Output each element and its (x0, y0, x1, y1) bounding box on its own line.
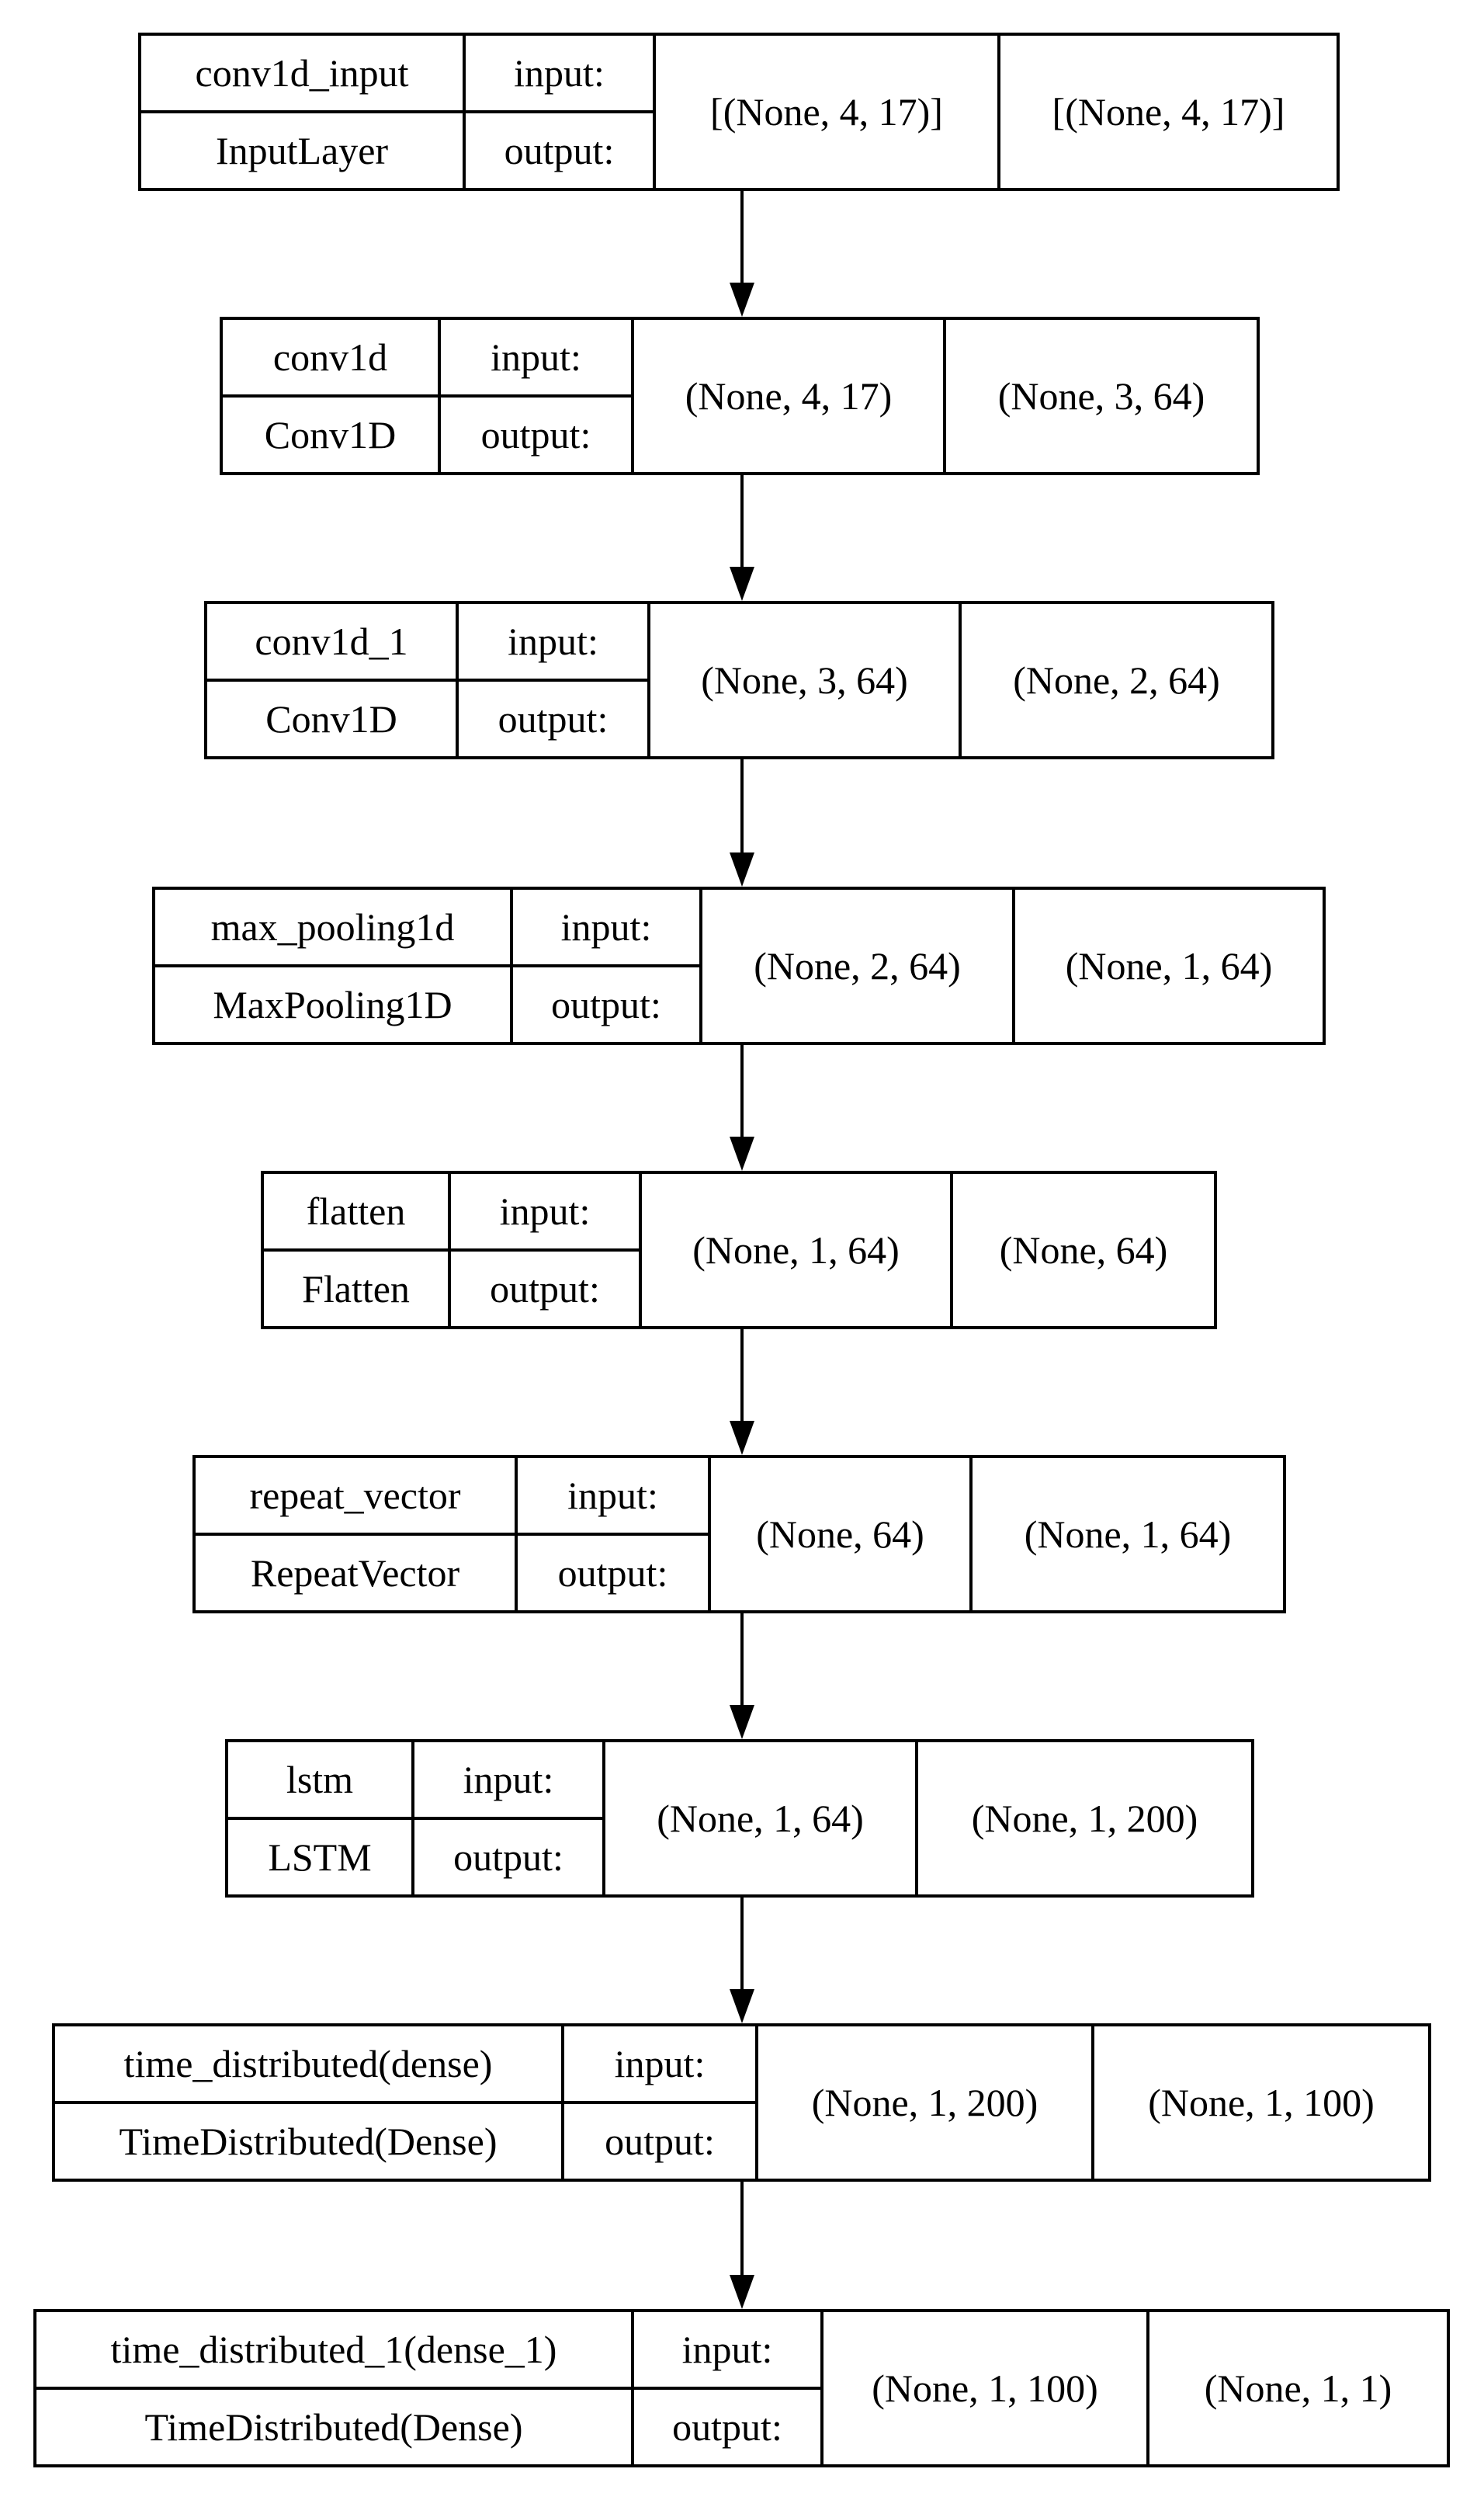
layer-type: MaxPooling1D (213, 983, 452, 1026)
layer-name: conv1d (273, 335, 387, 379)
input-shape: (None, 1, 64) (657, 1797, 864, 1840)
output-label: output: (605, 2120, 715, 2163)
output-shape: (None, 3, 64) (998, 374, 1205, 418)
input-shape: (None, 3, 64) (701, 658, 908, 702)
layer-name: max_pooling1d (211, 905, 455, 949)
arrowhead (730, 283, 754, 317)
output-label: output: (481, 413, 591, 457)
layer-type: Conv1D (265, 413, 396, 457)
output-label: output: (672, 2405, 782, 2449)
layer-type: Conv1D (265, 697, 397, 741)
output-label: output: (498, 697, 609, 741)
input-shape: (None, 1, 100) (872, 2366, 1098, 2410)
input-label: input: (491, 335, 581, 379)
input-shape: (None, 1, 200) (812, 2081, 1038, 2124)
output-shape: (None, 1, 200) (972, 1797, 1198, 1840)
layer-node: time_distributed(dense) TimeDistributed(D… (52, 2023, 1431, 2182)
input-shape: (None, 2, 64) (754, 944, 961, 988)
output-shape: (None, 2, 64) (1013, 658, 1220, 702)
output-label: output: (551, 983, 661, 1026)
edge-arrow (730, 1043, 754, 1171)
input-label: input: (615, 2042, 706, 2085)
edge-arrow (730, 189, 754, 317)
layer-name: time_distributed(dense) (124, 2042, 493, 2085)
input-label: input: (463, 1758, 554, 1801)
input-shape: (None, 4, 17) (685, 374, 893, 418)
input-shape: (None, 1, 64) (692, 1228, 900, 1272)
output-label: output: (490, 1267, 600, 1311)
edge-arrow (730, 474, 754, 601)
edge-arrow (730, 758, 754, 887)
layer-type: TimeDistributed(Dense) (145, 2405, 523, 2449)
edge-arrow (730, 1896, 754, 2023)
arrowhead (730, 1989, 754, 2023)
arrowhead (730, 567, 754, 601)
output-label: output: (453, 1835, 563, 1879)
edge-arrow (730, 1328, 754, 1455)
output-shape: [(None, 4, 17)] (1052, 90, 1285, 134)
arrowhead (730, 1137, 754, 1171)
input-label: input: (561, 905, 652, 949)
arrowhead (730, 1421, 754, 1455)
arrowhead (730, 1705, 754, 1739)
input-label: input: (508, 620, 598, 663)
layer-name: repeat_vector (249, 1474, 460, 1517)
arrowhead (730, 2275, 754, 2309)
output-shape: (None, 1, 100) (1148, 2081, 1375, 2124)
layer-name: conv1d_input (196, 51, 409, 95)
output-shape: (None, 1, 64) (1066, 944, 1273, 988)
output-shape: (None, 1, 1) (1205, 2366, 1392, 2410)
layer-type: Flatten (302, 1267, 410, 1311)
input-label: input: (500, 1189, 591, 1233)
output-label: output: (558, 1551, 668, 1595)
layer-name: flatten (307, 1189, 406, 1233)
layer-type: InputLayer (216, 129, 388, 172)
layer-name: conv1d_1 (255, 620, 407, 663)
layer-name: time_distributed_1(dense_1) (111, 2328, 557, 2371)
layer-type: TimeDistributed(Dense) (120, 2120, 498, 2163)
input-label: input: (567, 1474, 658, 1517)
input-label: input: (682, 2328, 773, 2371)
input-shape: [(None, 4, 17)] (710, 90, 943, 134)
layer-node: time_distributed_1(dense_1) TimeDistribut… (33, 2309, 1450, 2467)
edge-arrow (730, 2180, 754, 2309)
output-shape: (None, 64) (1000, 1228, 1168, 1272)
edge-arrow (730, 1612, 754, 1739)
layer-type: RepeatVector (251, 1551, 460, 1595)
arrowhead (730, 852, 754, 887)
layer-name: lstm (286, 1758, 353, 1801)
output-label: output: (504, 129, 615, 172)
layer-type: LSTM (268, 1835, 371, 1879)
input-label: input: (514, 51, 605, 95)
output-shape: (None, 1, 64) (1025, 1512, 1232, 1556)
input-shape: (None, 64) (756, 1512, 924, 1556)
